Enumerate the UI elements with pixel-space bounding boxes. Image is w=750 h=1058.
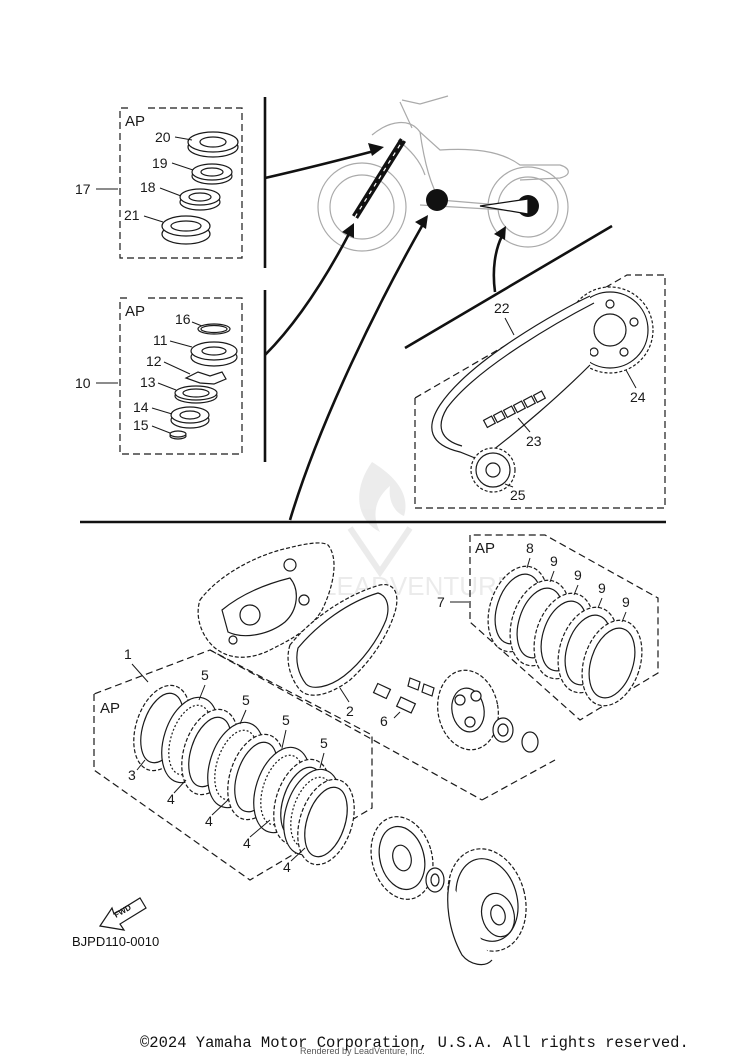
group-steering-upper: AP 17 20 19 18 21: [75, 107, 243, 259]
callout-4[interactable]: 4: [167, 791, 175, 807]
callout-10[interactable]: 10: [75, 375, 91, 391]
callout-8[interactable]: 8: [526, 540, 534, 556]
callout-6[interactable]: 6: [380, 713, 388, 729]
group-clutch-plates: AP 1: [93, 646, 556, 881]
group-steering-lower: AP 10 16 11 12 13 14 15: [75, 297, 243, 455]
callout-2[interactable]: 2: [346, 703, 354, 719]
callout-20[interactable]: 20: [155, 129, 171, 145]
part-12-washer[interactable]: [184, 371, 227, 385]
callout-5[interactable]: 5: [282, 712, 290, 728]
callout-9[interactable]: 9: [574, 567, 582, 583]
clutch-housing[interactable]: [437, 840, 537, 966]
clutch-boss[interactable]: [362, 810, 442, 907]
motorcycle-silhouette: [317, 95, 569, 252]
ap-label: AP: [475, 540, 495, 557]
callout-9[interactable]: 9: [550, 553, 558, 569]
group-drive-chain: 24 22 23 25: [414, 274, 666, 509]
callout-19[interactable]: 19: [152, 155, 168, 171]
callout-9[interactable]: 9: [622, 594, 630, 610]
callout-5[interactable]: 5: [201, 667, 209, 683]
callout-1[interactable]: 1: [124, 646, 132, 662]
callout-15[interactable]: 15: [133, 417, 149, 433]
part-23-chain-joint[interactable]: [482, 390, 547, 429]
part-6-bolts-springs[interactable]: [372, 677, 435, 714]
callout-14[interactable]: 14: [133, 399, 149, 415]
callout-9[interactable]: 9: [598, 580, 606, 596]
clutch-washer[interactable]: [425, 867, 445, 893]
clutch-nut-washer[interactable]: [492, 717, 539, 753]
callout-4[interactable]: 4: [283, 859, 291, 875]
callout-11[interactable]: 11: [153, 332, 168, 348]
diagram-code: BJPD110-0010: [72, 934, 160, 949]
watermark-logo: LEADVENTURE: [322, 462, 514, 601]
callout-24[interactable]: 24: [630, 389, 646, 405]
callout-5[interactable]: 5: [242, 692, 250, 708]
callout-4[interactable]: 4: [243, 835, 251, 851]
ap-label: AP: [125, 303, 145, 320]
callout-21[interactable]: 21: [124, 207, 140, 223]
group-friction-plates: AP 7 8 9 9 9 9: [437, 534, 659, 721]
callout-25[interactable]: 25: [510, 487, 526, 503]
ap-label: AP: [100, 700, 120, 717]
copyright-notice: ©2024 Yamaha Motor Corporation, U.S.A. A…: [140, 1034, 689, 1052]
ap-label: AP: [125, 113, 145, 130]
callout-4[interactable]: 4: [205, 813, 213, 829]
part-4-plate-d[interactable]: [288, 772, 365, 872]
callout-3[interactable]: 3: [128, 767, 136, 783]
fwd-arrow-icon: FWD: [98, 897, 147, 931]
callout-17[interactable]: 17: [75, 181, 91, 197]
rendered-by-notice: Rendered by LeadVenture, Inc.: [300, 1046, 425, 1056]
callout-23[interactable]: 23: [526, 433, 542, 449]
callout-22[interactable]: 22: [494, 300, 510, 316]
part-2-gasket[interactable]: [287, 584, 398, 696]
pressure-plate[interactable]: [432, 665, 505, 754]
callout-13[interactable]: 13: [140, 374, 156, 390]
callout-16[interactable]: 16: [175, 311, 191, 327]
callout-12[interactable]: 12: [146, 353, 162, 369]
callout-18[interactable]: 18: [140, 179, 156, 195]
callout-5[interactable]: 5: [320, 735, 328, 751]
crankcase-cover[interactable]: [197, 542, 335, 658]
callout-7[interactable]: 7: [437, 594, 445, 610]
part-9-plate-d[interactable]: [572, 613, 652, 714]
